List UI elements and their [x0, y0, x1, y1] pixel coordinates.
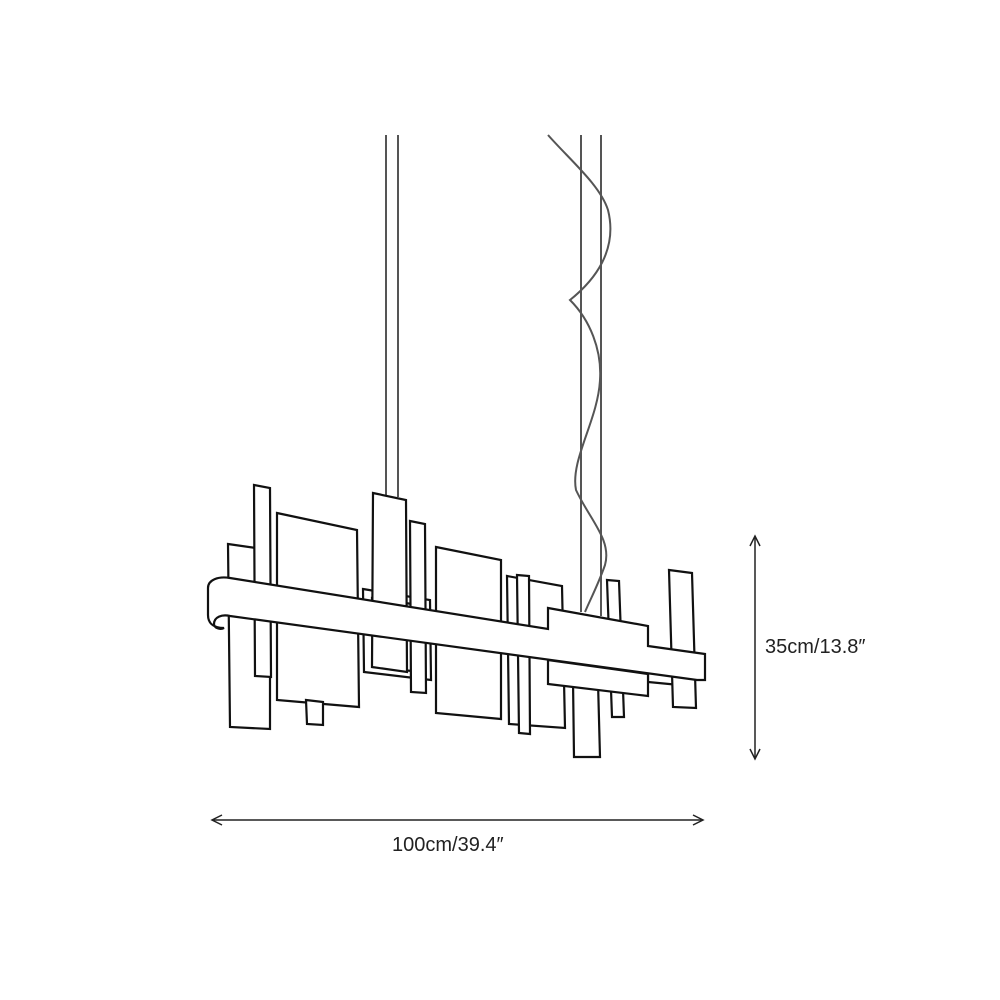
- width-dimension: [210, 814, 705, 826]
- width-label: 100cm/39.4″: [392, 834, 504, 856]
- panels-back: [226, 483, 698, 759]
- suspension-rods: [385, 134, 612, 616]
- height-label: 35cm/13.8″: [765, 636, 866, 658]
- main-bar: [206, 576, 707, 698]
- height-dimension: [749, 534, 761, 761]
- power-cable: [547, 134, 612, 613]
